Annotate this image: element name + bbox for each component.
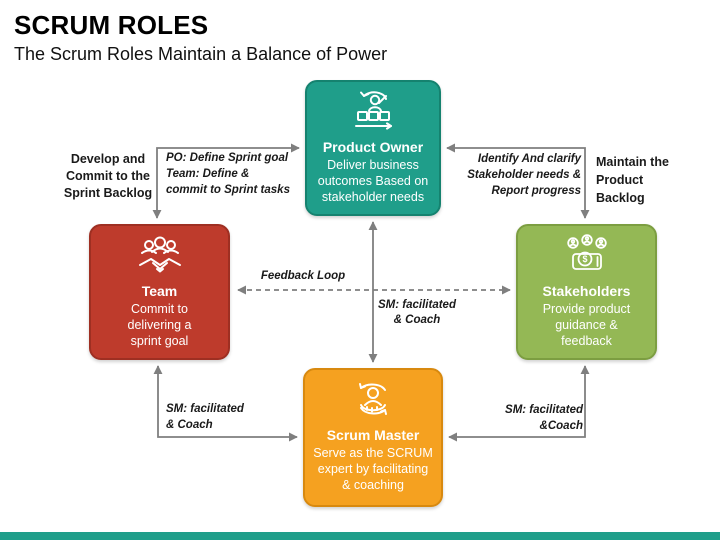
team-description: Commit to delivering a sprint goal — [127, 302, 192, 348]
footer-accent-bar — [0, 532, 720, 540]
scrum-master-box: Scrum Master Serve as the SCRUM expert b… — [303, 368, 443, 507]
arrow-po-to-team-elbow — [152, 143, 300, 219]
product-owner-title: Product Owner — [322, 139, 424, 155]
stakeholders-description: Provide product guidance & feedback — [542, 302, 631, 348]
label-identify-clarify-needs: Identify And clarify Stakeholder needs &… — [467, 153, 581, 197]
label-po-define-sprint-goal: PO: Define Sprint goal Team: Define & co… — [166, 152, 290, 196]
stakeholders-icon: $ — [560, 234, 614, 280]
label-sm-facilitated-center: SM: facilitated & Coach — [378, 299, 456, 326]
page-title: SCRUM ROLES — [14, 10, 209, 40]
scrum-master-description: Serve as the SCRUM expert by facilitatin… — [313, 446, 433, 492]
arrow-scrum-master-team-elbow — [153, 365, 298, 442]
team-title: Team — [141, 283, 178, 299]
product-owner-icon — [346, 90, 400, 136]
arrow-po-to-stakeholders-elbow — [446, 143, 590, 219]
arrow-scrum-master-stakeholders-elbow — [448, 365, 590, 442]
label-sm-facilitated-bottom-left: SM: facilitated & Coach — [166, 403, 244, 431]
label-maintain-product-backlog: Maintain the Product Backlog — [596, 155, 669, 205]
stakeholders-box: $ Stakeholders Provide product guidance … — [516, 224, 657, 360]
stakeholders-title: Stakeholders — [542, 283, 631, 299]
label-develop-commit-sprint-backlog: Develop and Commit to the Sprint Backlog — [63, 152, 153, 200]
scrum-master-icon — [346, 378, 400, 424]
team-box: Team Commit to delivering a sprint goal — [89, 224, 230, 360]
page-subtitle: The Scrum Roles Maintain a Balance of Po… — [14, 44, 388, 64]
label-sm-facilitated-bottom-right: SM: facilitated &Coach — [505, 404, 583, 432]
product-owner-box: Product Owner Deliver business outcomes … — [305, 80, 441, 216]
svg-text:$: $ — [582, 254, 587, 264]
label-feedback-loop: Feedback Loop — [260, 270, 346, 282]
scrum-master-title: Scrum Master — [326, 427, 420, 443]
team-icon — [133, 234, 187, 280]
product-owner-description: Deliver business outcomes Based on stake… — [317, 158, 429, 204]
